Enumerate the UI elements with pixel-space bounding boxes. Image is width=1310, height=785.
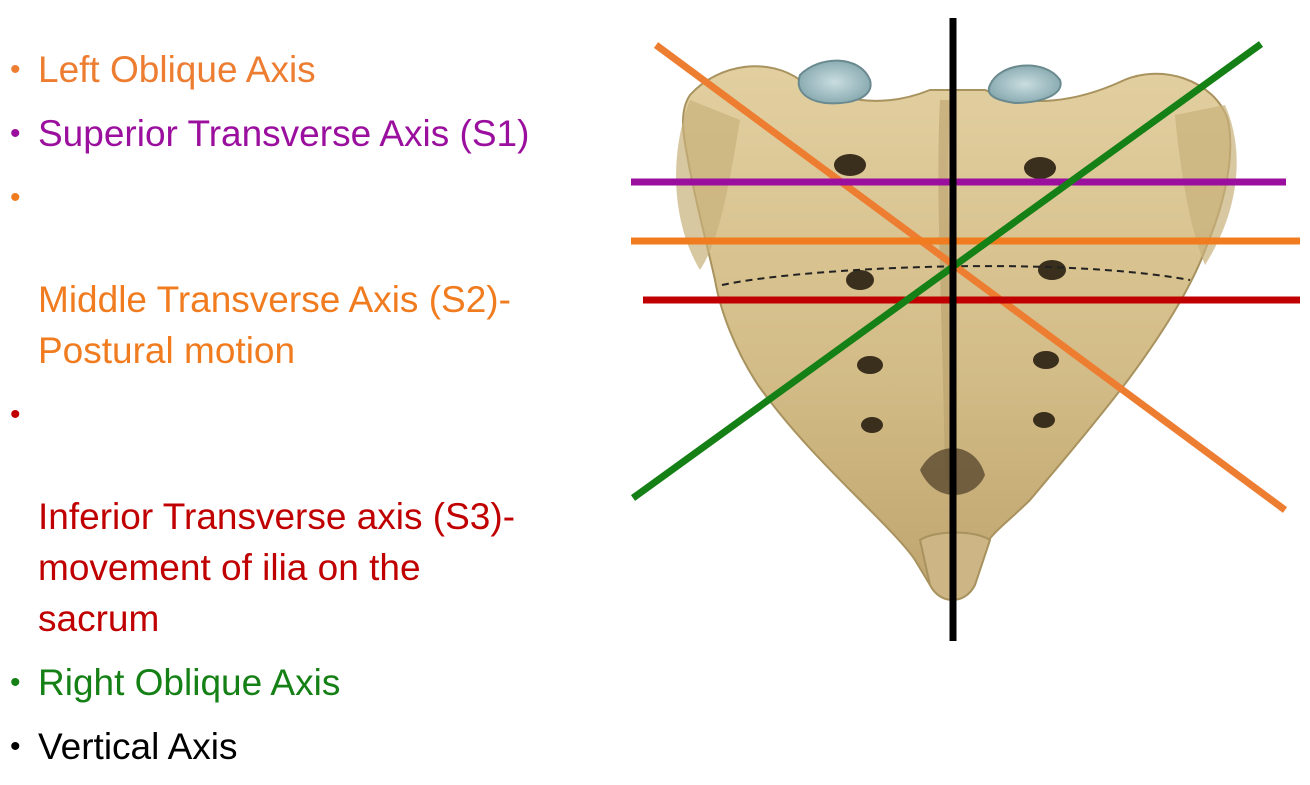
foramen-left-3	[857, 356, 883, 374]
bullet-icon: •	[10, 666, 21, 699]
bullet-icon: •	[10, 398, 21, 431]
legend-label-middle-transverse: Middle Transverse Axis (S2)- Postural mo…	[38, 279, 511, 371]
foramen-right-1	[1024, 157, 1056, 179]
legend-label-inferior-transverse: Inferior Transverse axis (S3)- movement …	[38, 496, 516, 639]
foramen-right-3	[1033, 351, 1059, 369]
bullet-icon: •	[10, 117, 21, 150]
legend-label-right-oblique: Right Oblique Axis	[38, 662, 341, 703]
axis-lines	[630, 18, 1300, 641]
median-sacral-crest	[938, 99, 955, 481]
legend-item-inferior-transverse: • Inferior Transverse axis (S3)- movemen…	[8, 389, 608, 644]
right-oblique-axis-line	[630, 41, 1264, 501]
sacrum-axes-diagram	[630, 18, 1300, 641]
legend-item-superior-transverse: • Superior Transverse Axis (S1)	[8, 108, 608, 159]
legend-item-vertical: • Vertical Axis	[8, 721, 608, 772]
slide: • Left Oblique Axis • Superior Transvers…	[10, 18, 1300, 767]
foramen-left-2	[846, 270, 874, 290]
foramen-left-1	[834, 154, 866, 176]
bullet-icon: •	[10, 730, 21, 763]
axis-legend: • Left Oblique Axis • Superior Transvers…	[8, 44, 608, 785]
legend-label-vertical: Vertical Axis	[38, 726, 238, 767]
right-articular-facet	[987, 64, 1062, 105]
legend-label-left-oblique: Left Oblique Axis	[38, 49, 316, 90]
sacrum-outline	[682, 65, 1232, 595]
legend-item-right-oblique: • Right Oblique Axis	[8, 657, 608, 708]
dashed-reference-line	[721, 265, 1191, 286]
foramen-left-4	[861, 417, 883, 433]
left-oblique-axis-line	[653, 42, 1288, 513]
left-articular-facet	[797, 59, 872, 105]
foramen-right-2	[1038, 260, 1066, 280]
legend-item-left-oblique: • Left Oblique Axis	[8, 44, 608, 95]
foramen-right-4	[1033, 412, 1055, 428]
bullet-icon: •	[10, 53, 21, 86]
legend-item-middle-transverse: • Middle Transverse Axis (S2)- Postural …	[8, 172, 608, 376]
bullet-icon: •	[10, 181, 21, 214]
legend-label-superior-transverse: Superior Transverse Axis (S1)	[38, 113, 530, 154]
